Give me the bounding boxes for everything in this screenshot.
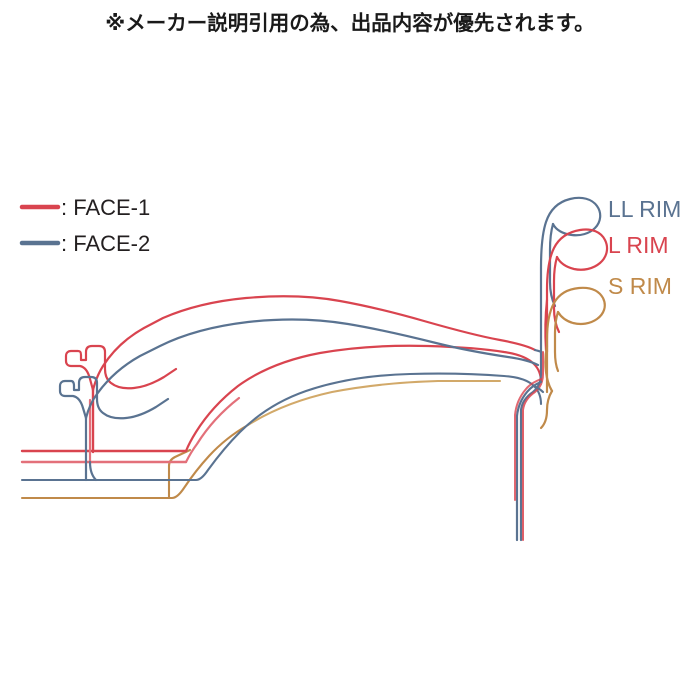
rim-label-l-rim: L RIM (608, 232, 669, 258)
face2-hub-flange-path (58, 375, 170, 420)
s-rim-stem-path (544, 344, 554, 393)
s-rim-lower-profile-path (20, 423, 250, 500)
l-rim-stem-path (544, 298, 549, 352)
s-rim-lower-inner-path (246, 379, 502, 427)
face2-hub-inner-vertical-path (88, 460, 98, 482)
l-rim-inner-path (552, 255, 561, 334)
center-stem-left-wall-path (515, 380, 543, 542)
rim-labels: LL RIM L RIM S RIM (608, 196, 681, 299)
face1-hub-flange-path (64, 344, 178, 392)
rim-label-ll-rim: LL RIM (608, 196, 681, 222)
lower-shoulder-blend-path (532, 384, 545, 394)
legend-label-face-2: : FACE-2 (61, 231, 150, 256)
center-stem-left-wall-red-path (514, 378, 542, 501)
l-rim-outer-path (545, 228, 609, 354)
face1-lower-profile-inner-path (184, 396, 241, 464)
face2-lower-profile-path (20, 372, 543, 482)
face1-upper-profile-path (91, 295, 537, 392)
s-rim-hub-step-path (167, 448, 192, 500)
rim-label-s-rim: S RIM (608, 273, 672, 299)
cross-section-paths (20, 196, 609, 542)
upper-shoulder-blend-path (533, 348, 543, 354)
s-rim-inner-path (553, 310, 560, 373)
face2-upper-profile-path (84, 318, 540, 420)
legend: : FACE-1 : FACE-2 (19, 195, 150, 256)
legend-item-face-2: : FACE-2 (19, 231, 150, 256)
legend-item-face-1: : FACE-1 (19, 195, 150, 220)
s-rim-outer-path (545, 286, 606, 394)
ll-rim-inner-path (548, 222, 557, 308)
s-rim-lower-stem-path (539, 389, 554, 430)
header-note: ※メーカー説明引用の為、出品内容が優先されます。 (105, 11, 595, 35)
legend-label-face-1: : FACE-1 (61, 195, 150, 220)
ll-rim-outer-path (539, 196, 602, 354)
center-stem-red-path (522, 351, 544, 541)
